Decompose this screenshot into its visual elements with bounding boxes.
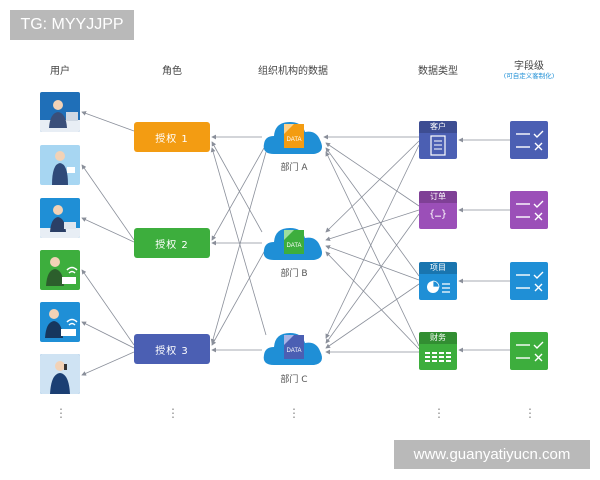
watermark-top: TG: MYYJJPP bbox=[10, 10, 134, 40]
curly-braces-icon: {…} bbox=[428, 209, 448, 220]
table-grid-icon bbox=[425, 352, 451, 362]
check-cross-icon bbox=[516, 130, 544, 151]
link-deptB-role1 bbox=[211, 141, 263, 233]
link-customer-deptC bbox=[325, 144, 420, 339]
data-doc-icon bbox=[284, 124, 304, 148]
field-card-customer[interactable] bbox=[510, 121, 548, 159]
user-tile bbox=[40, 354, 80, 394]
link-role1-user1 bbox=[81, 111, 135, 132]
department-label-c: 部门 C bbox=[280, 375, 308, 385]
document-list-icon bbox=[430, 135, 446, 156]
user-at-desk-icon bbox=[40, 100, 80, 132]
user-on-phone-icon bbox=[40, 354, 80, 394]
user-tile bbox=[40, 250, 80, 290]
data-doc-text: DATA bbox=[286, 348, 301, 354]
link-role3-user4 bbox=[81, 269, 135, 346]
user-tile bbox=[40, 145, 80, 185]
department-cloud-c: DATA bbox=[263, 333, 322, 365]
role-box-2[interactable]: 授权 2 bbox=[134, 228, 210, 258]
department-cloud-b: DATA bbox=[263, 228, 322, 260]
user-wireless-laptop-icon bbox=[45, 309, 78, 338]
link-project-deptA bbox=[325, 147, 420, 277]
user-tile bbox=[40, 198, 80, 238]
role-label: 授权 1 bbox=[155, 133, 189, 145]
link-role2-user3 bbox=[81, 217, 135, 243]
department-cloud-a: DATA bbox=[263, 122, 322, 154]
check-cross-icon bbox=[516, 341, 544, 362]
data-doc-icon bbox=[284, 230, 304, 254]
ellipsis-users: ⋮ bbox=[55, 406, 67, 420]
check-cross-icon bbox=[516, 200, 544, 221]
link-role3-user6 bbox=[81, 351, 135, 376]
user-wireless-icon bbox=[46, 257, 78, 286]
data-type-label: 项目 bbox=[419, 262, 457, 274]
header-types: 数据类型 bbox=[418, 66, 458, 77]
link-order-deptC bbox=[325, 213, 420, 344]
ellipsis-roles: ⋮ bbox=[167, 406, 179, 420]
data-type-label: 财务 bbox=[419, 332, 457, 344]
pie-chart-icon bbox=[427, 280, 450, 293]
ellipsis-types: ⋮ bbox=[433, 406, 445, 420]
link-order-deptA bbox=[325, 142, 420, 207]
link-finance-deptB bbox=[325, 251, 420, 350]
ellipsis-fields: ⋮ bbox=[524, 406, 536, 420]
role-label: 授权 2 bbox=[155, 239, 189, 251]
link-project-deptC bbox=[325, 283, 420, 349]
link-deptA-role2 bbox=[211, 147, 265, 241]
user-tile bbox=[40, 302, 80, 342]
link-finance-deptA bbox=[325, 151, 420, 347]
watermark-bottom: www.guanyatiyucn.com bbox=[394, 440, 590, 469]
link-deptA-role3 bbox=[210, 151, 267, 344]
role-box-1[interactable]: 授权 1 bbox=[134, 122, 210, 152]
data-type-order[interactable]: 订单 {…} bbox=[419, 191, 457, 229]
data-doc-text: DATA bbox=[286, 137, 301, 143]
role-box-3[interactable]: 授权 3 bbox=[134, 334, 210, 364]
data-type-label: 客户 bbox=[419, 121, 457, 133]
field-card-order[interactable] bbox=[510, 191, 548, 229]
department-label-b: 部门 B bbox=[280, 269, 308, 279]
header-fields: 字段级 bbox=[514, 61, 544, 72]
field-card-project[interactable] bbox=[510, 262, 548, 300]
ellipsis-departments: ⋮ bbox=[288, 406, 300, 420]
header-roles: 角色 bbox=[162, 66, 182, 77]
data-doc-text: DATA bbox=[286, 243, 301, 249]
data-type-customer[interactable]: 客户 bbox=[419, 121, 457, 159]
link-role3-user5 bbox=[81, 321, 135, 349]
user-standing-icon bbox=[52, 151, 75, 185]
link-deptC-role1 bbox=[210, 147, 267, 336]
department-label-a: 部门 A bbox=[280, 163, 308, 173]
data-doc-icon bbox=[284, 335, 304, 359]
link-customer-deptB bbox=[325, 140, 420, 233]
link-project-deptB bbox=[325, 245, 420, 281]
user-at-laptop-icon bbox=[40, 205, 80, 238]
link-role2-user2 bbox=[81, 164, 135, 241]
link-deptB-role3 bbox=[211, 251, 265, 346]
data-type-label: 订单 bbox=[419, 191, 457, 203]
data-type-project[interactable]: 项目 bbox=[419, 262, 457, 300]
header-org: 组织机构的数据 bbox=[258, 66, 328, 77]
header-users: 用户 bbox=[50, 66, 70, 77]
user-tile bbox=[40, 92, 80, 132]
header-fields-sub: (可自定义客制化) bbox=[503, 72, 555, 80]
field-card-finance[interactable] bbox=[510, 332, 548, 370]
role-label: 授权 3 bbox=[155, 345, 189, 357]
check-cross-icon bbox=[516, 271, 544, 292]
data-type-finance[interactable]: 财务 bbox=[419, 332, 457, 370]
link-order-deptB bbox=[325, 209, 420, 242]
